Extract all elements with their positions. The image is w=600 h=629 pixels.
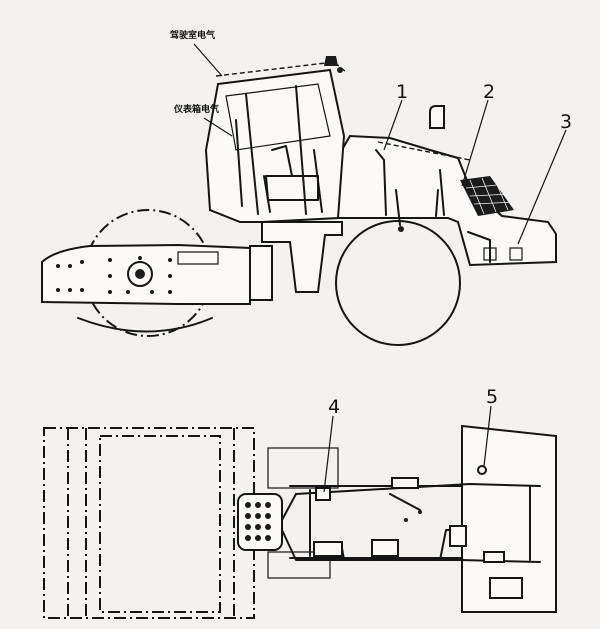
rear-light-right (509, 247, 523, 261)
callout-1: 1 (396, 81, 408, 103)
leader-1 (383, 99, 403, 151)
rear-wheel (335, 220, 461, 346)
radiator-grille (460, 176, 514, 216)
rear-step (467, 231, 491, 263)
side-view: 驾驶室电气 仪表箱电气 1 2 3 (41, 29, 572, 346)
top-view: 4 5 (43, 386, 557, 619)
cab-light (337, 67, 343, 73)
callout-2: 2 (483, 81, 495, 103)
leader-3 (517, 129, 567, 245)
starter-motor (313, 541, 343, 557)
connector-top (391, 477, 419, 489)
harness-clip-1 (404, 518, 408, 522)
mid-frame (261, 221, 343, 293)
articulation-block (249, 245, 273, 301)
sensor-right (483, 551, 505, 563)
relay-4 (315, 487, 331, 501)
drum-hub (127, 261, 153, 287)
cab-pillars (235, 85, 307, 215)
grille-mesh (465, 177, 515, 215)
beacon (324, 56, 338, 66)
callout-5: 5 (486, 386, 498, 408)
fuse-block (449, 525, 467, 547)
harness-clip-side (398, 226, 404, 232)
control-box-switches (245, 502, 271, 541)
leader-4 (323, 415, 334, 493)
callout-3: 3 (560, 111, 572, 133)
drum-scraper (77, 317, 213, 333)
exhaust-pipe (429, 105, 445, 129)
label-cab-top-electrical: 驾驶室电气 (170, 29, 215, 41)
harness-clip-2 (418, 510, 422, 514)
leader-2 (461, 99, 489, 187)
label-instrument-electrical: 仪表箱电气 (173, 103, 219, 115)
leader-5 (483, 405, 492, 467)
frame-nameplate (177, 251, 219, 265)
battery-bracket (489, 577, 523, 599)
rear-frame-rails (309, 485, 531, 561)
sensor-5 (477, 465, 487, 475)
mid-block-top (267, 447, 339, 489)
branch-harness (341, 493, 457, 561)
leader-cab-top (193, 43, 223, 77)
drum-hub-inner (135, 269, 145, 279)
control-rods (263, 149, 323, 213)
mid-block-bottom (267, 551, 331, 579)
leader-instrument (203, 117, 233, 137)
callout-4: 4 (328, 396, 340, 418)
control-box (237, 493, 283, 551)
alternator (371, 539, 399, 557)
cab-window (225, 83, 331, 151)
front-frame (41, 243, 251, 305)
top-drum-inner (99, 435, 221, 613)
top-drum-outer (43, 427, 255, 619)
top-drum-frame-lines (67, 428, 235, 618)
frame-bolts (56, 256, 172, 294)
side-harness (375, 149, 445, 226)
